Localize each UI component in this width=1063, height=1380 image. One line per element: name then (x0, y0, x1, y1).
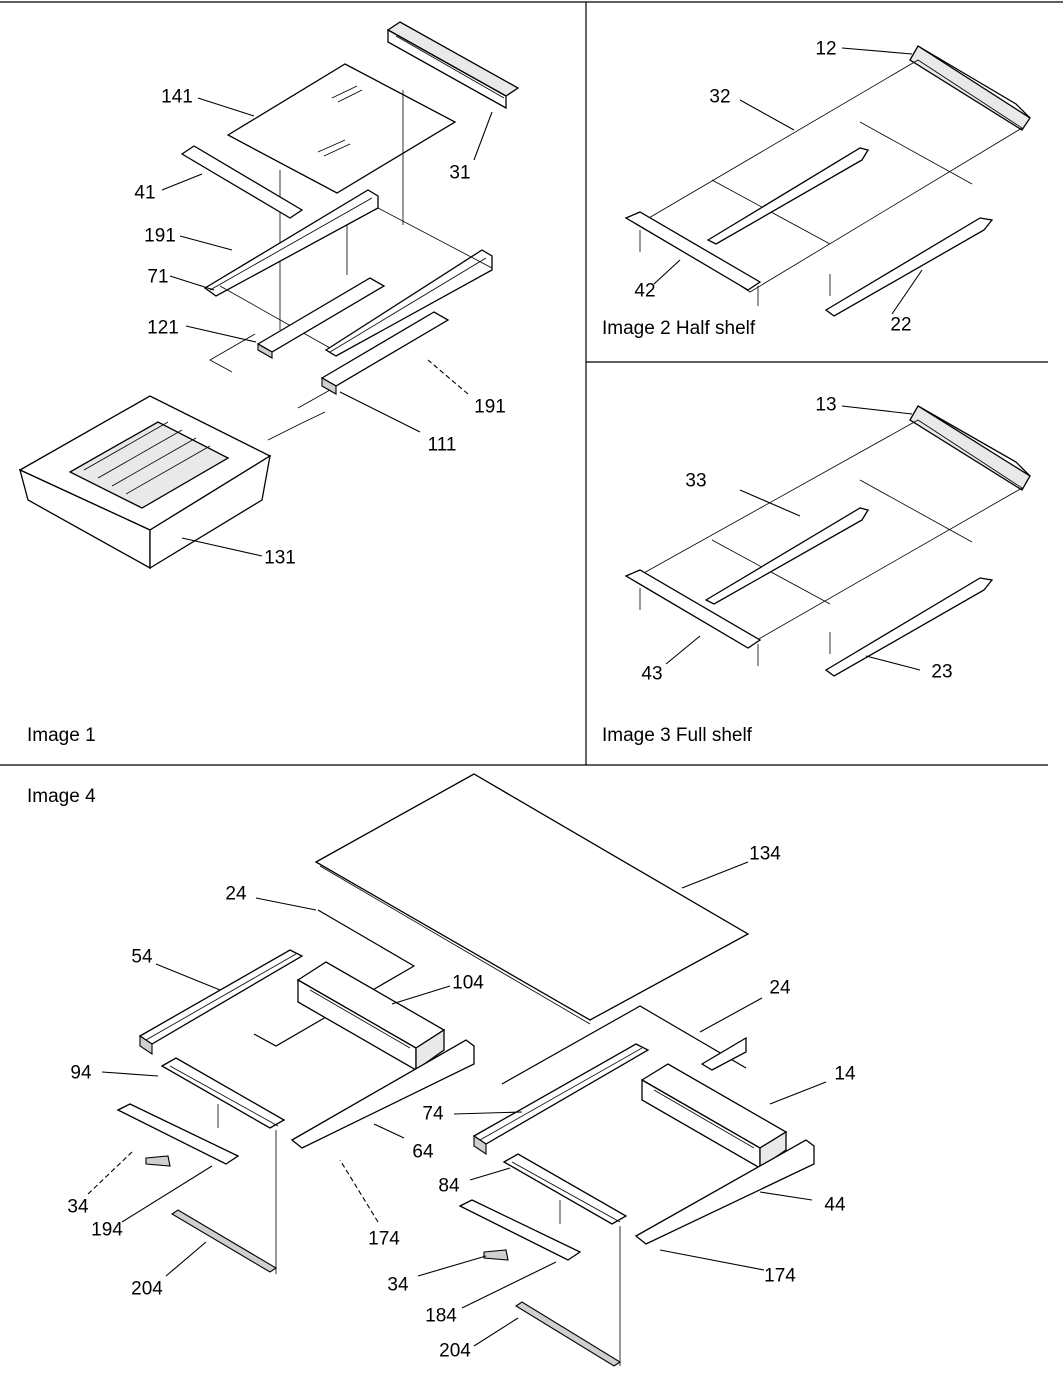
callout-174-right: 174 (764, 1265, 796, 1287)
image4-drawing (87, 773, 827, 1367)
callout-64: 64 (412, 1141, 434, 1163)
callout-32: 32 (709, 86, 731, 108)
caption-image1: Image 1 (27, 725, 96, 746)
image3-drawing (624, 405, 1031, 677)
part-31-rail (386, 21, 520, 110)
callout-121: 121 (147, 317, 179, 339)
callout-84: 84 (438, 1175, 460, 1197)
callout-204-right: 204 (439, 1340, 471, 1362)
part-121-slide (256, 277, 386, 359)
callout-34-right: 34 (387, 1274, 409, 1296)
callout-24-right: 24 (769, 977, 791, 999)
part-191-left (203, 189, 379, 297)
callout-23: 23 (931, 661, 953, 683)
callout-191-left: 191 (144, 225, 176, 247)
caption-image2: Image 2 Half shelf (602, 318, 756, 339)
callout-111: 111 (427, 434, 457, 456)
callout-134: 134 (749, 843, 781, 865)
callout-33: 33 (685, 470, 707, 492)
callout-44: 44 (824, 1194, 846, 1216)
part-141-glass (226, 63, 457, 194)
part-94-slide (160, 1057, 286, 1129)
callout-71: 71 (147, 266, 169, 288)
caption-image4: Image 4 (27, 786, 96, 807)
callout-191-right: 191 (474, 396, 506, 418)
callout-54: 54 (131, 946, 153, 968)
callout-41: 41 (134, 182, 156, 204)
callout-184: 184 (425, 1305, 457, 1327)
callout-141: 141 (161, 86, 193, 108)
part-74-rail (472, 1043, 650, 1156)
caption-image3: Image 3 Full shelf (602, 725, 752, 746)
callout-22: 22 (890, 314, 912, 336)
callout-204-left: 204 (131, 1278, 163, 1300)
part-84-slide (502, 1153, 628, 1225)
callout-94: 94 (70, 1062, 92, 1084)
part-104-left (296, 961, 446, 1072)
callout-43: 43 (641, 663, 663, 685)
callout-13: 13 (815, 394, 837, 416)
callout-194: 194 (91, 1219, 123, 1241)
callout-31: 31 (449, 162, 471, 184)
part-44-bracket (634, 1139, 815, 1245)
part-191-right (324, 249, 493, 357)
callout-74: 74 (422, 1103, 444, 1125)
part-41-trim (180, 145, 304, 219)
part-131-drawer (18, 395, 272, 570)
part-14-right (640, 1063, 788, 1170)
callout-42: 42 (634, 280, 656, 302)
image2-drawing (624, 45, 1031, 317)
callout-174-left: 174 (368, 1228, 400, 1250)
callout-14: 14 (834, 1063, 856, 1085)
callout-104: 104 (452, 972, 484, 994)
part-111-slide (320, 311, 450, 395)
panel-frame (0, 1, 1063, 766)
callout-24-left: 24 (225, 883, 247, 905)
callout-131: 131 (264, 547, 296, 569)
part-64-bracket (290, 1039, 475, 1149)
image1-drawing (18, 21, 520, 570)
callout-34-left: 34 (67, 1196, 89, 1218)
callout-12: 12 (815, 38, 837, 60)
part-134-glass (314, 773, 750, 1025)
part-54-rail (138, 949, 304, 1056)
